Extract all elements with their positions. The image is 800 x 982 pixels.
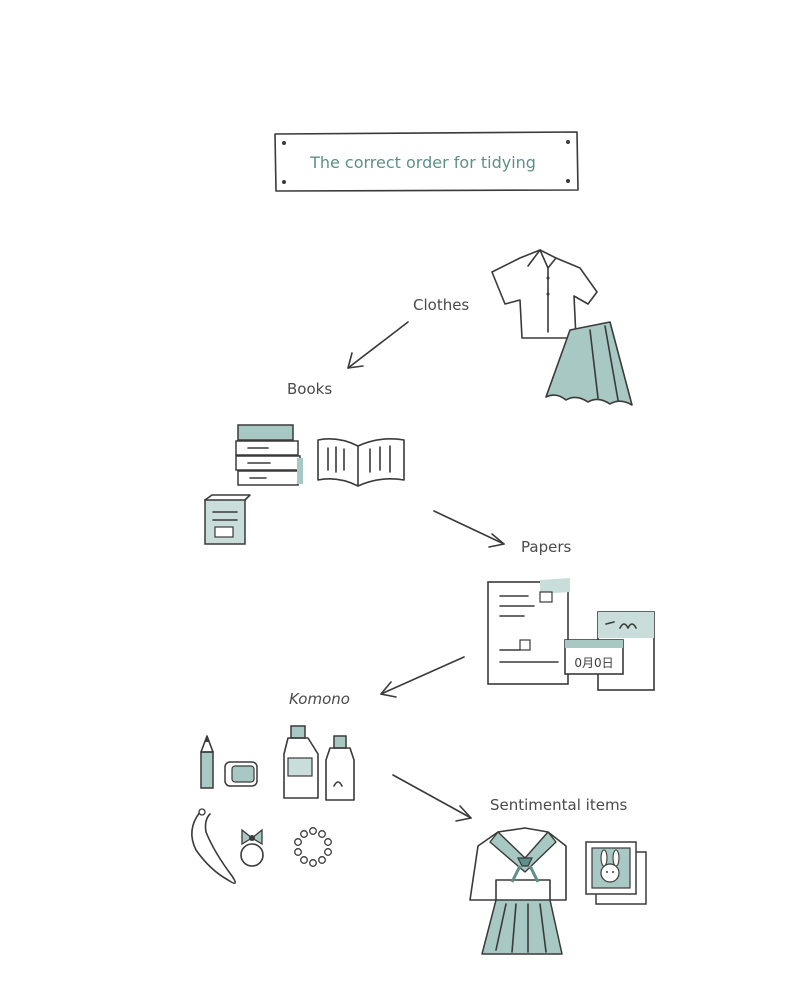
- ring-icon: [240, 828, 264, 867]
- step-label-books: Books: [287, 380, 332, 398]
- calendar-card-icon: 0月0日: [564, 639, 624, 675]
- page-title: The correct order for tidying: [309, 153, 536, 172]
- compact-mirror-icon: [224, 761, 258, 787]
- document-icon: [487, 578, 570, 685]
- pencil-icon: [200, 735, 214, 789]
- arrow-books-to-papers: [433, 510, 505, 548]
- shirt-icon: [491, 249, 598, 339]
- calendar-date-text: 0月0日: [574, 656, 613, 670]
- school-uniform-icon: [469, 827, 567, 955]
- step-label-sentimental-items: Sentimental items: [490, 796, 628, 814]
- small-bottle-icon: [325, 735, 355, 801]
- bead-bracelet-icon: [294, 827, 332, 867]
- step-label-clothes: Clothes: [413, 296, 469, 314]
- open-book-icon: [317, 438, 405, 487]
- arrow-komono-to-sentimental: [392, 774, 472, 822]
- arrow-clothes-to-books: [347, 321, 409, 369]
- title-box: The correct order for tidying: [274, 131, 579, 192]
- photo-frame-icon: [585, 841, 647, 905]
- small-book-icon: [204, 494, 251, 545]
- book-stack-icon: [235, 424, 303, 486]
- step-label-papers: Papers: [521, 538, 571, 556]
- lotion-bottle-icon: [283, 725, 319, 799]
- necklace-icon: [191, 808, 236, 884]
- step-label-komono: Komono: [289, 690, 350, 708]
- arrow-papers-to-komono: [380, 656, 465, 698]
- skirt-icon: [545, 321, 633, 406]
